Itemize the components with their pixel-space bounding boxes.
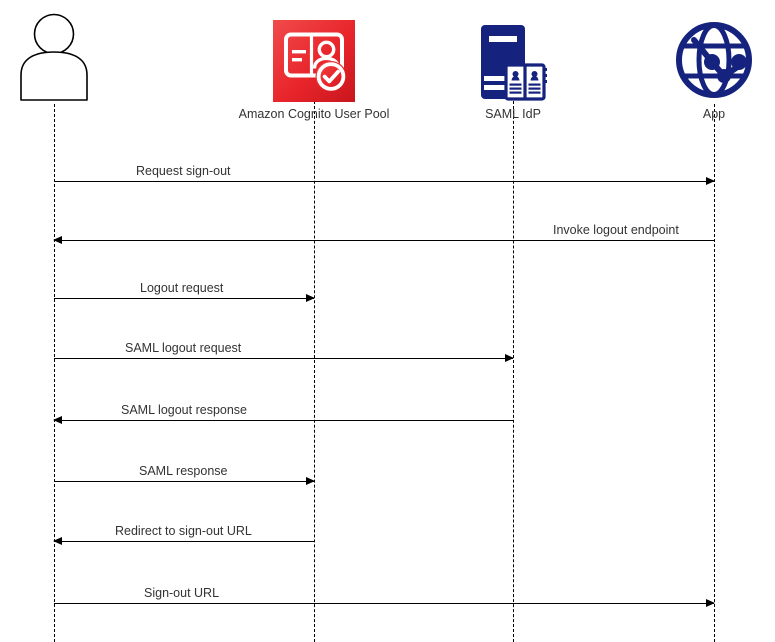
arrow-head-left-icon [53,536,62,545]
arrow-head-right-icon [306,476,315,485]
participant-label-app: App [702,107,726,121]
actor-person-icon [0,13,134,102]
message-arrow-1 [54,176,715,185]
arrow-head-right-icon [706,598,715,607]
arrow-head-right-icon [706,176,715,185]
message-label-6: SAML response [139,464,228,478]
app-globe-network-icon [634,14,775,102]
participant-label-cognito: Amazon Cognito User Pool [238,107,390,121]
message-arrow-2 [53,235,714,244]
message-arrow-7 [53,536,314,545]
participant-idp[interactable]: SAML IdP [433,14,593,122]
message-label-7: Redirect to sign-out URL [115,524,252,538]
message-label-8: Sign-out URL [144,586,220,600]
message-arrow-4 [54,353,514,362]
participant-cognito[interactable]: Amazon Cognito User Pool [234,14,394,122]
lifeline-cognito [314,96,315,642]
lifeline-idp [513,96,514,642]
message-label-3: Logout request [140,281,224,295]
arrow-head-left-icon [53,235,62,244]
message-label-5: SAML logout response [121,403,248,417]
participant-user[interactable] [0,13,134,106]
message-label-2: Invoke logout endpoint [553,223,679,237]
arrow-head-left-icon [53,415,62,424]
message-arrow-5 [53,415,513,424]
arrow-head-right-icon [505,353,514,362]
message-arrow-6 [54,476,315,485]
saml-idp-server-directory-icon [433,14,593,102]
lifeline-app [714,104,715,642]
participant-label-idp: SAML IdP [485,107,541,121]
message-label-4: SAML logout request [125,341,242,355]
message-arrow-8 [54,598,715,607]
arrow-head-right-icon [306,293,315,302]
message-arrow-3 [54,293,315,302]
participant-app[interactable]: App [634,14,775,122]
lifeline-user [54,104,55,642]
message-label-1: Request sign-out [136,164,231,178]
amazon-cognito-user-pool-icon [234,14,394,102]
